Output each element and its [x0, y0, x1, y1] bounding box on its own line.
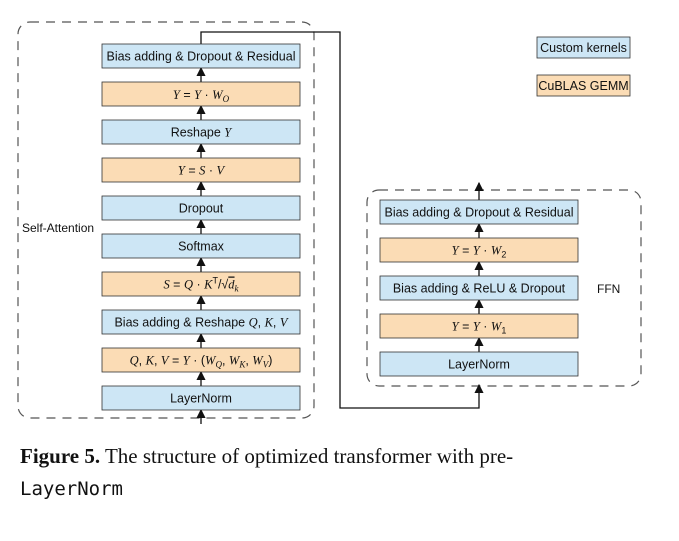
sa-box-label: Bias adding & Reshape Q, K, V [114, 316, 288, 330]
sa-box-y-wo: Y = Y · WO [101, 81, 301, 107]
caption-mono-text: LayerNorm [20, 478, 123, 500]
sa-box-softmax: Softmax [101, 233, 301, 259]
ffn-box-layernorm: LayerNorm [379, 351, 579, 377]
caption-text: The structure of optimized transformer w… [104, 444, 514, 468]
sa-box-reshape-y: Reshape Y [101, 119, 301, 145]
sa-box-label: Softmax [178, 240, 225, 254]
sa-box-bias-dropout-residual: Bias adding & Dropout & Residual [101, 43, 301, 69]
self-attention-group-outline [17, 21, 315, 419]
sa-box-label: Y = Y · WO [173, 88, 230, 104]
legend-cublas-label: CuBLAS GEMM [538, 79, 628, 93]
sa-box-qkv-gemm: Q, K, V = Y · (WQ, WK, WV) [101, 347, 301, 373]
sa-box-s-qk: S = Q · KT/√dk [101, 271, 301, 297]
ffn-box-label: Bias adding & ReLU & Dropout [393, 282, 566, 296]
ffn-box-label: LayerNorm [448, 358, 510, 372]
ffn-group-outline [366, 189, 642, 387]
legend-custom-swatch [536, 36, 631, 59]
sa-box-y-sv: Y = S · V [101, 157, 301, 183]
legend-cublas-swatch [536, 74, 631, 97]
sa-box-label: Dropout [179, 202, 224, 216]
sa-box-dropout: Dropout [101, 195, 301, 221]
transformer-structure-diagram: Self-Attention FFN Custom kernels CuBLAS… [17, 21, 642, 424]
caption-figure-label: Figure 5. [20, 444, 101, 468]
ffn-title: FFN [597, 282, 620, 296]
self-attention-title: Self-Attention [22, 221, 94, 235]
sa-box-label: S = Q · KT/√dk [163, 276, 239, 294]
ffn-box-label: Y = Y · W1 [452, 320, 507, 336]
legend-custom-label: Custom kernels [540, 41, 627, 55]
ffn-box-label: Bias adding & Dropout & Residual [384, 206, 573, 220]
sa-box-label: LayerNorm [170, 392, 232, 406]
ffn-box-bias-dropout-residual: Bias adding & Dropout & Residual [379, 199, 579, 225]
ffn-box-y-w1: Y = Y · W1 [379, 313, 579, 339]
sa-box-layernorm: LayerNorm [101, 385, 301, 411]
ffn-box-bias-relu-dropout: Bias adding & ReLU & Dropout [379, 275, 579, 301]
figure-caption: Figure 5. The structure of optimized tra… [20, 440, 660, 505]
sa-box-label: Y = S · V [178, 164, 226, 178]
sa-box-label: Reshape Y [171, 126, 234, 140]
sa-box-bias-reshape-qkv: Bias adding & Reshape Q, K, V [101, 309, 301, 335]
ffn-box-y-w2: Y = Y · W2 [379, 237, 579, 263]
ffn-box-label: Y = Y · W2 [452, 244, 507, 260]
self-attention-to-ffn-connector [200, 31, 484, 409]
sa-box-label: Q, K, V = Y · (WQ, WK, WV) [130, 354, 273, 370]
sa-box-label: Bias adding & Dropout & Residual [106, 50, 295, 64]
